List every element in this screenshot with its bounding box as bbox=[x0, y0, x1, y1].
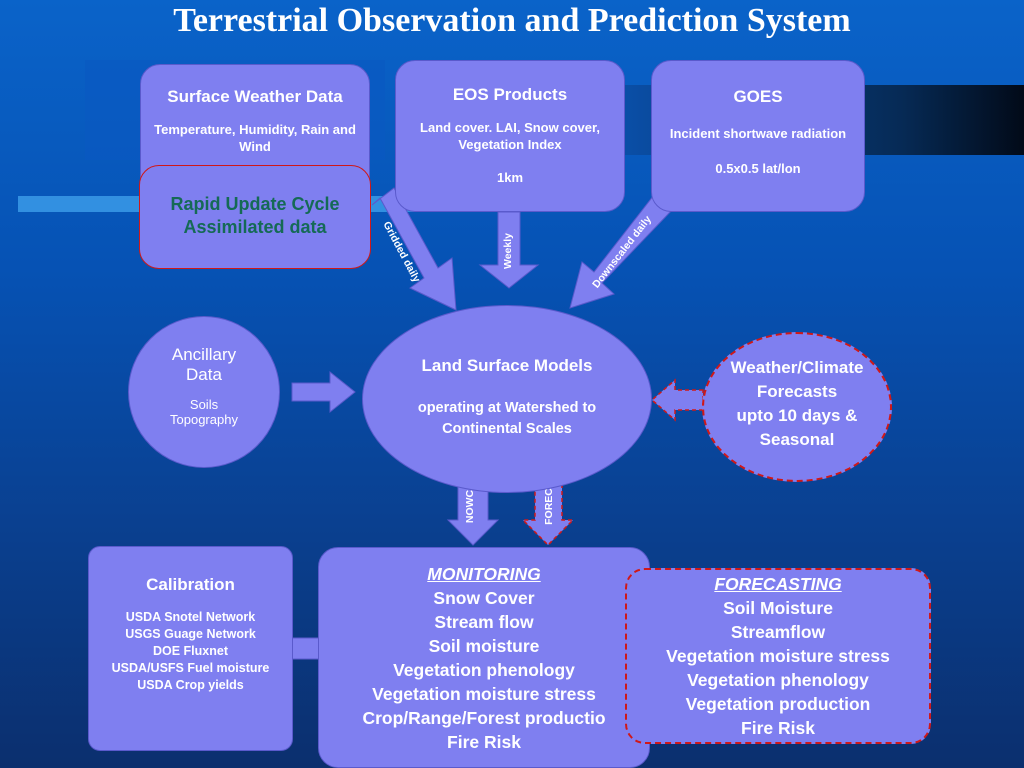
forecasting-item: Streamflow bbox=[730, 622, 826, 642]
goes-detail: Incident shortwave radiation bbox=[669, 126, 847, 141]
monitoring-item: Snow Cover bbox=[433, 588, 535, 608]
calibration-item: USGS Guage Network bbox=[125, 627, 256, 641]
monitoring-item: Stream flow bbox=[434, 612, 534, 632]
surface-weather-heading: Surface Weather Data bbox=[167, 87, 343, 106]
forecasting-item: Soil Moisture bbox=[723, 598, 833, 618]
forecasting-item: Vegetation production bbox=[685, 694, 871, 714]
monitoring-item: Vegetation phenology bbox=[393, 660, 575, 680]
monitoring-item: Soil moisture bbox=[428, 636, 540, 656]
weather-forecasts-line1: Weather/Climate bbox=[730, 358, 864, 377]
lsm-heading: Land Surface Models bbox=[421, 356, 593, 375]
eos-heading: EOS Products bbox=[452, 85, 568, 104]
monitoring-item: Fire Risk bbox=[447, 732, 521, 752]
ancillary-item-topography: Topography bbox=[170, 412, 238, 427]
goes-resolution: 0.5x0.5 lat/lon bbox=[715, 161, 801, 176]
rapid-update-line1: Rapid Update Cycle bbox=[170, 194, 340, 214]
ancillary-item-soils: Soils bbox=[189, 397, 219, 412]
land-surface-models-ellipse: Land Surface Models operating at Watersh… bbox=[362, 305, 652, 493]
page-title: Terrestrial Observation and Prediction S… bbox=[173, 2, 851, 39]
rapid-update-box: Rapid Update Cycle Assimilated data bbox=[139, 165, 371, 269]
calibration-item: DOE Fluxnet bbox=[152, 644, 228, 658]
monitoring-box: MONITORING Snow Cover Stream flow Soil m… bbox=[318, 547, 650, 768]
forecasting-heading: FORECASTING bbox=[714, 574, 842, 594]
calibration-item: USDA/USFS Fuel moisture bbox=[111, 661, 270, 675]
ancillary-heading-line2: Data bbox=[186, 365, 222, 384]
weather-forecasts-line4: Seasonal bbox=[759, 430, 835, 449]
monitoring-item: Crop/Range/Forest productio bbox=[362, 708, 606, 728]
calibration-item: USDA Crop yields bbox=[137, 678, 244, 692]
lsm-detail: operating at Watershed to Continental Sc… bbox=[417, 400, 597, 437]
calibration-item: USDA Snotel Network bbox=[125, 610, 256, 624]
eos-box: EOS Products Land cover. LAI, Snow cover… bbox=[395, 60, 625, 212]
forecasting-item: Vegetation phenology bbox=[687, 670, 869, 690]
forecasting-box: FORECASTING Soil Moisture Streamflow Veg… bbox=[625, 568, 931, 744]
forecasting-item: Vegetation moisture stress bbox=[666, 646, 890, 666]
ancillary-arrow bbox=[291, 370, 356, 414]
goes-heading: GOES bbox=[733, 87, 783, 106]
downscaled-daily-arrow bbox=[569, 194, 673, 309]
calibration-heading: Calibration bbox=[146, 575, 235, 594]
goes-box: GOES Incident shortwave radiation 0.5x0.… bbox=[651, 60, 865, 212]
rapid-update-line2: Assimilated data bbox=[183, 217, 327, 237]
weekly-label: Weekly bbox=[502, 233, 514, 269]
ancillary-heading-line1: Ancillary bbox=[171, 345, 237, 364]
eos-resolution: 1km bbox=[496, 170, 524, 185]
weather-forecasts-ellipse: Weather/Climate Forecasts upto 10 days &… bbox=[702, 332, 892, 482]
weekly-arrow bbox=[478, 211, 540, 289]
forecasting-item: Fire Risk bbox=[741, 718, 815, 738]
eos-detail: Land cover. LAI, Snow cover, Vegetation … bbox=[420, 120, 600, 152]
monitoring-item: Vegetation moisture stress bbox=[372, 684, 596, 704]
monitoring-heading: MONITORING bbox=[427, 564, 541, 584]
surface-weather-detail: Temperature, Humidity, Rain and Wind bbox=[154, 122, 356, 154]
weather-forecast-arrow bbox=[650, 378, 704, 422]
ancillary-circle: Ancillary Data Soils Topography bbox=[128, 316, 280, 468]
calibration-box: Calibration USDA Snotel Network USGS Gua… bbox=[88, 546, 293, 751]
weather-forecasts-line3: upto 10 days & bbox=[736, 406, 858, 425]
weather-forecasts-line2: Forecasts bbox=[756, 382, 838, 401]
calibration-list: USDA Snotel Network USGS Guage Network D… bbox=[89, 609, 292, 694]
